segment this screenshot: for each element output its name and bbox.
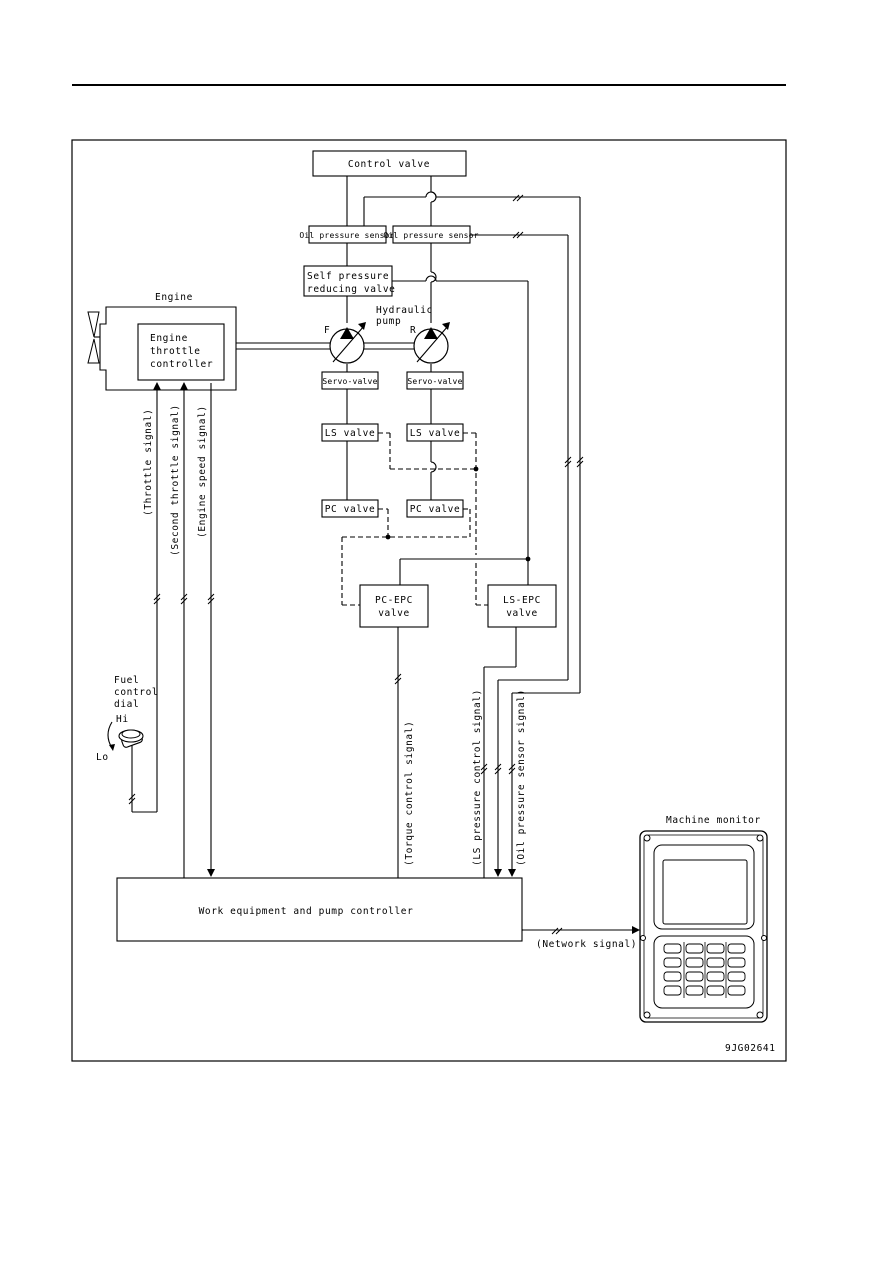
- oil-sensor-signal-label: (Oil pressure sensor signal): [516, 689, 527, 866]
- servo-valve-2: Servo-valve: [406, 371, 464, 390]
- fuel-label-2: control: [114, 687, 158, 698]
- controller-label: Work equipment and pump controller: [199, 906, 414, 917]
- ls-valve-1: LS valve: [321, 423, 379, 442]
- lo-label: Lo: [96, 752, 109, 763]
- servo-2-label: Servo-valve: [407, 377, 462, 386]
- pump-r-icon: [413, 322, 450, 364]
- engine-block: Engine Engine throttle controller: [99, 292, 237, 391]
- pc-epc-label-2: valve: [378, 608, 410, 619]
- pc-1-label: PC valve: [325, 504, 376, 515]
- etc-label-1: Engine: [150, 333, 188, 344]
- self-pressure-label-2: reducing valve: [307, 284, 395, 295]
- pump-r-label: R: [410, 325, 416, 336]
- signal-slash-marks: [128, 194, 584, 935]
- pilot-lines: [341, 432, 531, 606]
- control-valve-box: Control valve: [312, 150, 467, 177]
- ls-2-label: LS valve: [410, 428, 461, 439]
- torque-signal-label: (Torque control signal): [404, 721, 415, 866]
- servo-valve-1: Servo-valve: [321, 371, 379, 390]
- machine-monitor-label: Machine monitor: [666, 815, 761, 826]
- pc-epc-label-1: PC-EPC: [375, 595, 413, 606]
- ls-valve-2: LS valve: [406, 423, 464, 442]
- servo-1-label: Servo-valve: [322, 377, 377, 386]
- etc-label-2: throttle: [150, 346, 201, 357]
- ls-epc-valve: LS-EPC valve: [487, 584, 557, 628]
- fuel-label-3: dial: [114, 699, 139, 710]
- oil-sensor-2-label: Oil pressure sensor: [383, 231, 478, 240]
- engine-speed-signal-label: (Engine speed signal): [197, 405, 208, 538]
- oil-sensor-1-label: Oil pressure sensor: [299, 231, 394, 240]
- pc-epc-valve: PC-EPC valve: [359, 584, 429, 628]
- fuel-label-1: Fuel: [114, 675, 139, 686]
- pc-2-label: PC valve: [410, 504, 461, 515]
- ls-epc-label-1: LS-EPC: [503, 595, 541, 606]
- oil-pressure-sensor-2: Oil pressure sensor: [383, 225, 478, 244]
- figure-id: 9JG02641: [725, 1043, 776, 1054]
- header-rule: [72, 84, 786, 86]
- engine-label: Engine: [155, 292, 193, 303]
- pc-valve-2: PC valve: [406, 499, 464, 518]
- oil-pressure-sensor-1: Oil pressure sensor: [299, 225, 394, 244]
- ls-1-label: LS valve: [325, 428, 376, 439]
- hi-label: Hi: [116, 714, 129, 725]
- connection-lines: [131, 176, 640, 934]
- pump-f-icon: [329, 322, 366, 364]
- ls-pressure-signal-label: (LS pressure control signal): [472, 689, 483, 866]
- machine-monitor-icon: [639, 830, 768, 1023]
- fuel-dial-knob-icon: [107, 721, 144, 751]
- engine-fan-icon: [87, 311, 100, 364]
- network-signal-label: (Network signal): [536, 939, 637, 950]
- hydraulic-pump-label-2: pump: [376, 316, 401, 327]
- self-pressure-label-1: Self pressure: [307, 271, 389, 282]
- pc-valve-1: PC valve: [321, 499, 379, 518]
- hydraulic-pump-label-1: Hydraulic: [376, 305, 433, 316]
- pump-f-label: F: [324, 325, 330, 336]
- ls-epc-label-2: valve: [506, 608, 538, 619]
- diagram-frame: [71, 139, 787, 1062]
- etc-label-3: controller: [150, 359, 213, 370]
- work-equipment-pump-controller: Work equipment and pump controller: [116, 877, 523, 942]
- second-throttle-signal-label: (Second throttle signal): [170, 404, 181, 556]
- self-pressure-reducing-valve: Self pressure reducing valve: [303, 265, 395, 297]
- throttle-signal-label: (Throttle signal): [143, 409, 154, 516]
- control-valve-label: Control valve: [348, 159, 430, 170]
